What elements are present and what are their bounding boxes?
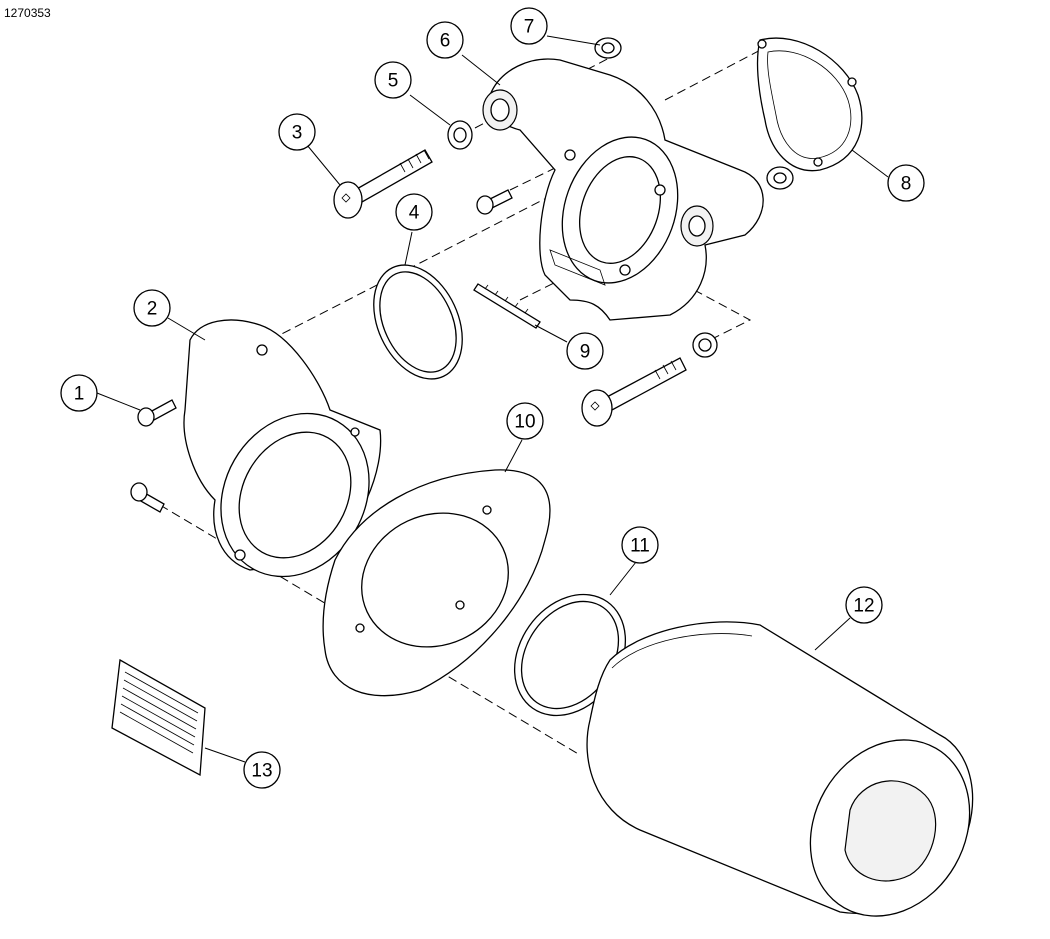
callout-3: 3 — [278, 113, 316, 151]
seal-ring-lower — [513, 593, 627, 717]
callout-number: 2 — [147, 299, 158, 320]
callout-number: 3 — [292, 123, 303, 144]
washer-top — [594, 37, 622, 59]
document-id: 1270353 — [4, 6, 51, 20]
callout-number: 8 — [901, 174, 912, 195]
callout-number: 5 — [388, 71, 399, 92]
breather-element — [473, 283, 541, 329]
adapter-elbow — [183, 319, 382, 578]
callout-13: 13 — [243, 751, 281, 789]
callout-number: 6 — [440, 31, 451, 52]
callout-4: 4 — [395, 193, 433, 231]
gasket — [756, 37, 863, 172]
callout-7: 7 — [510, 7, 548, 45]
leader-lines — [96, 35, 889, 763]
callout-5: 5 — [374, 61, 412, 99]
callout-number: 12 — [853, 596, 874, 617]
callout-number: 11 — [630, 536, 650, 557]
washer-right — [766, 166, 794, 190]
backplate — [482, 58, 764, 321]
cover-plate — [322, 469, 551, 697]
callout-12: 12 — [845, 586, 883, 624]
callout-number: 9 — [580, 342, 591, 363]
callout-number: 13 — [251, 761, 272, 782]
callout-10: 10 — [506, 402, 544, 440]
callout-11: 11 — [621, 526, 659, 564]
callout-number: 1 — [74, 384, 85, 405]
washer-left — [447, 120, 473, 150]
air-filter-element — [586, 621, 974, 917]
callout-2: 2 — [133, 289, 171, 327]
warning-label — [111, 658, 206, 777]
callout-number: 7 — [524, 17, 535, 38]
callout-1: 1 — [60, 374, 98, 412]
callout-number: 10 — [514, 412, 535, 433]
bolt-upper — [333, 149, 433, 219]
callout-6: 6 — [426, 21, 464, 59]
washer-lower — [692, 332, 718, 358]
screw-upper — [137, 399, 177, 427]
seal-ring-upper — [373, 264, 463, 380]
screw-lower — [130, 482, 165, 513]
callout-8: 8 — [887, 164, 925, 202]
bolt-lower — [581, 357, 687, 427]
callout-number: 4 — [409, 203, 420, 224]
screw-backplate — [476, 189, 513, 215]
callout-9: 9 — [566, 332, 604, 370]
